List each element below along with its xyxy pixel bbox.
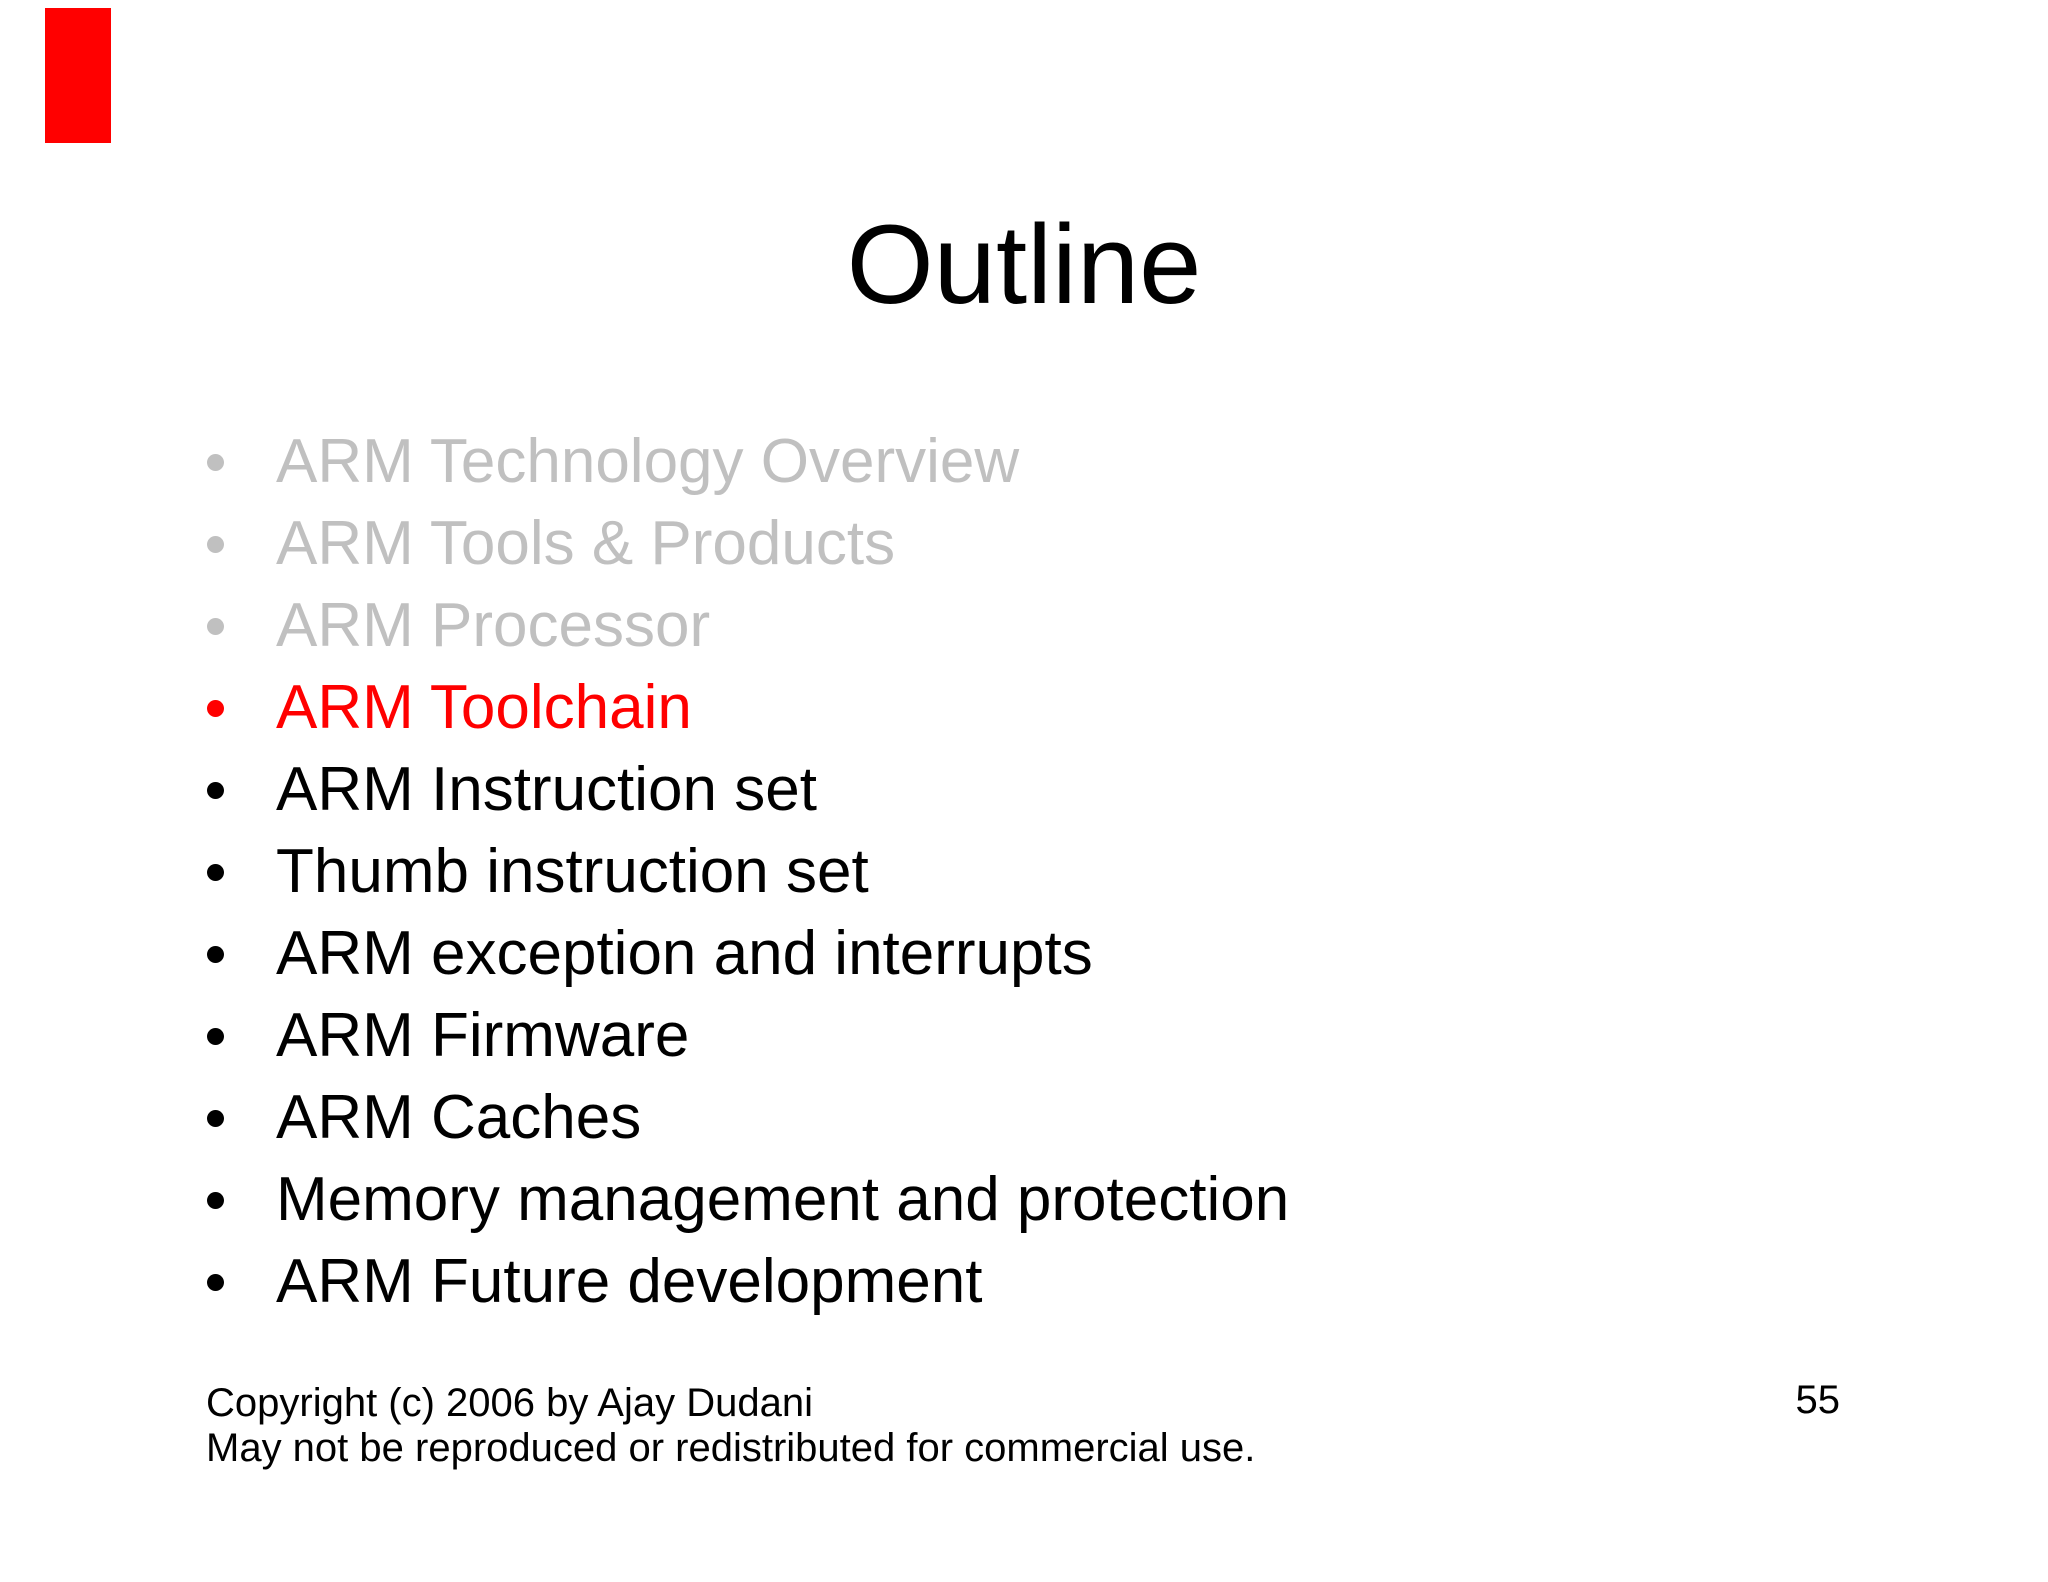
list-item: ARM Future development [0, 1241, 2048, 1323]
list-item: ARM Firmware [0, 995, 2048, 1077]
list-item-label: ARM Toolchain [276, 673, 692, 742]
bullet-dot-icon [207, 1027, 224, 1045]
list-item-label: ARM Caches [276, 1083, 642, 1152]
red-corner-marker [45, 8, 111, 143]
bullet-dot-icon [207, 699, 224, 717]
list-item-label: ARM Firmware [276, 1001, 690, 1070]
list-item-label: ARM Processor [276, 591, 711, 660]
bullet-dot-icon [207, 1273, 224, 1291]
list-item: ARM exception and interrupts [0, 913, 2048, 995]
bullet-dot-icon [207, 1191, 224, 1209]
list-item-label: Memory management and protection [276, 1165, 1290, 1234]
bullet-dot-icon [207, 1109, 224, 1127]
bullet-dot-icon [207, 453, 224, 471]
bullet-dot-icon [207, 945, 224, 963]
list-item-label: ARM Tools & Products [276, 509, 896, 578]
bullet-dot-icon [207, 617, 224, 635]
list-item-label: ARM Technology Overview [276, 427, 1020, 496]
list-item: ARM Tools & Products [0, 503, 2048, 585]
list-item: Memory management and protection [0, 1159, 2048, 1241]
list-item: Thumb instruction set [0, 831, 2048, 913]
list-item-label: ARM Instruction set [276, 755, 817, 824]
list-item: ARM Toolchain [0, 667, 2048, 749]
list-item: ARM Instruction set [0, 749, 2048, 831]
list-item-label: ARM Future development [276, 1247, 983, 1316]
outline-list: ARM Technology Overview ARM Tools & Prod… [0, 421, 2048, 1323]
copyright-line-1: Copyright (c) 2006 by Ajay Dudani [206, 1381, 813, 1425]
copyright-footer: Copyright (c) 2006 by Ajay Dudani May no… [206, 1381, 1255, 1471]
copyright-line-2: May not be reproduced or redistributed f… [206, 1426, 1256, 1470]
bullet-dot-icon [207, 781, 224, 799]
list-item: ARM Technology Overview [0, 421, 2048, 503]
list-item-label: Thumb instruction set [276, 837, 869, 906]
slide-title: Outline [846, 202, 1202, 327]
bullet-dot-icon [207, 863, 224, 881]
list-item: ARM Processor [0, 585, 2048, 667]
page-number: 55 [1795, 1378, 1841, 1422]
list-item: ARM Caches [0, 1077, 2048, 1159]
list-item-label: ARM exception and interrupts [276, 919, 1093, 988]
bullet-dot-icon [207, 535, 224, 553]
